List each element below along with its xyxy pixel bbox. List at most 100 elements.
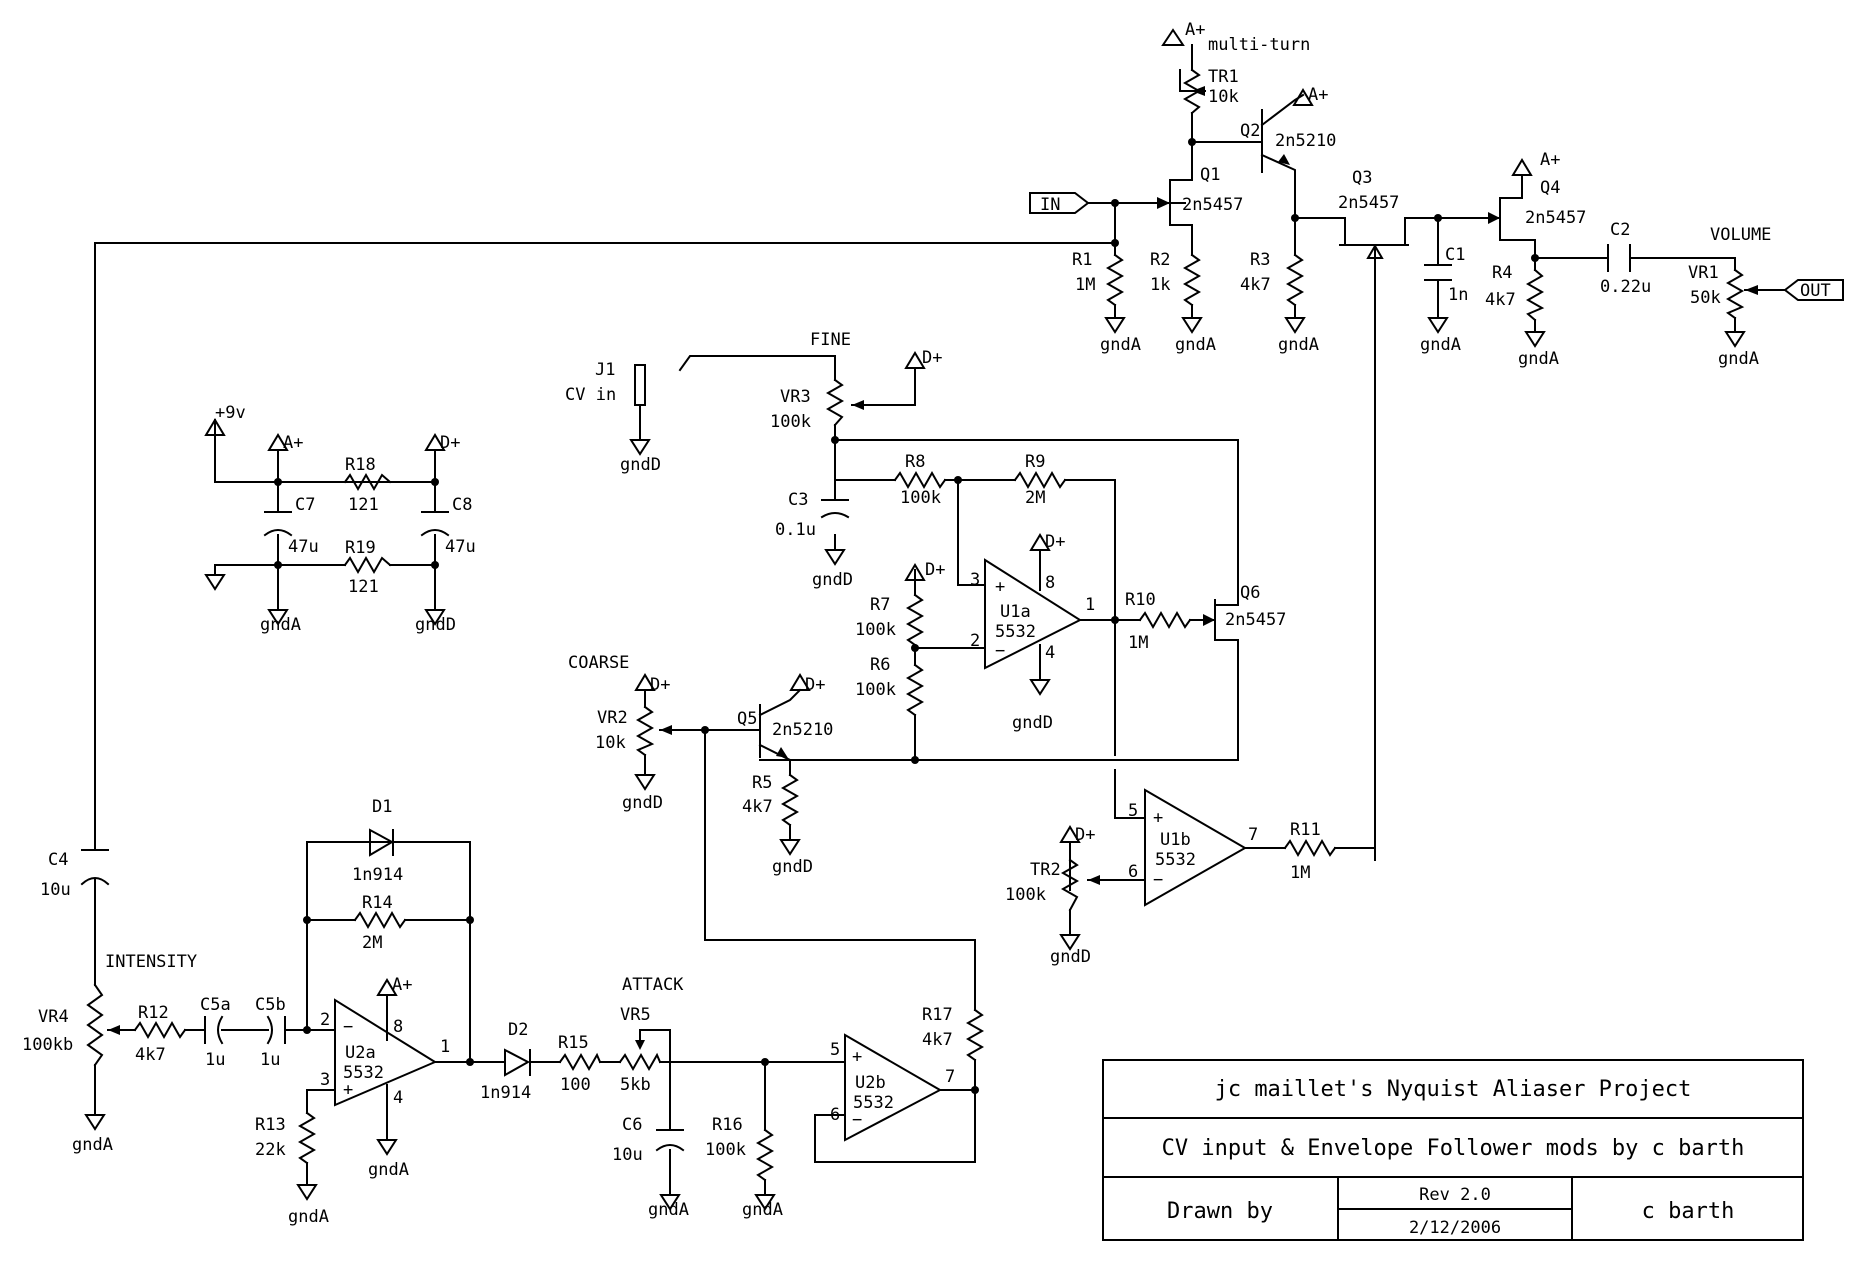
- label-r10: R10: [1125, 590, 1156, 610]
- label-gnda-r2: gndA: [1175, 335, 1216, 355]
- label-vr1-val: 50k: [1690, 288, 1721, 308]
- label-q2-supply: A+: [1308, 85, 1328, 105]
- resistor-r15: [558, 1052, 602, 1072]
- label-c5a-val: 1u: [205, 1050, 225, 1070]
- opamp-u2a: [334, 998, 438, 1107]
- label-gnda-power: gndA: [260, 615, 301, 635]
- label-u2a-pin4: 4: [393, 1088, 403, 1108]
- cap-c5b-plate1: [266, 1015, 273, 1045]
- label-r15-val: 100: [560, 1075, 591, 1095]
- label-c2: C2: [1610, 220, 1630, 240]
- label-vr1: VR1: [1688, 263, 1719, 283]
- label-r11: R11: [1290, 820, 1321, 840]
- label-u2a-pin2: 2: [320, 1010, 330, 1030]
- ground-symbols: [84, 317, 1746, 1211]
- label-gndd-power: gndD: [415, 615, 456, 635]
- label-u1a-minus: −: [995, 641, 1005, 661]
- resistors: [86, 68, 1758, 1182]
- label-r8-val: 100k: [900, 488, 941, 508]
- label-u1b: U1b: [1160, 830, 1191, 850]
- label-c3-val: 0.1u: [775, 520, 816, 540]
- ground-icon: [779, 839, 801, 856]
- supply-arrow-icon: [904, 351, 926, 369]
- label-r3: R3: [1250, 250, 1270, 270]
- label-q6-part: 2n5457: [1225, 610, 1286, 630]
- label-in: IN: [1040, 195, 1060, 215]
- resistor-r11: [1283, 838, 1337, 858]
- label-9v: +9v: [215, 403, 246, 423]
- label-r10-val: 1M: [1128, 633, 1148, 653]
- label-u2b-pin7: 7: [945, 1067, 955, 1087]
- ground-icon: [296, 1184, 318, 1201]
- diodes: [369, 828, 531, 1077]
- label-c6-val: 10u: [612, 1145, 643, 1165]
- label-u1a: U1a: [1000, 602, 1031, 622]
- label-gndd-vr2: gndD: [622, 793, 663, 813]
- label-u1b-plus: +: [1153, 808, 1163, 828]
- label-vr3: VR3: [780, 387, 811, 407]
- label-u1a-supply: D+: [1045, 532, 1065, 552]
- title-text: jc maillet's Nyquist Aliaser Project: [1215, 1077, 1692, 1102]
- label-c7-val: 47u: [288, 537, 319, 557]
- label-u1a-pin8: 8: [1045, 573, 1055, 593]
- label-u1b-pin6: 6: [1128, 862, 1138, 882]
- ground-icon: [629, 439, 651, 456]
- label-u2a: U2a: [345, 1043, 376, 1063]
- label-attack: ATTACK: [622, 975, 684, 995]
- label-r7-supply: D+: [925, 560, 945, 580]
- label-d1: D1: [372, 797, 392, 817]
- label-u1b-pin7: 7: [1248, 825, 1258, 845]
- ground-icon: [1104, 317, 1126, 334]
- supply-arrow-icon: [904, 563, 926, 581]
- resistor-r9: [1013, 470, 1067, 490]
- cap-c7-plate2: [263, 529, 293, 537]
- label-q5: Q5: [737, 709, 757, 729]
- label-r7: R7: [870, 595, 890, 615]
- label-j1: J1: [595, 360, 615, 380]
- resistor-r16: [755, 1128, 775, 1182]
- label-gnda-vr1: gndA: [1718, 349, 1759, 369]
- transistors: [759, 109, 1523, 758]
- label-r15: R15: [558, 1033, 589, 1053]
- label-gnda-c6: gndA: [648, 1200, 689, 1220]
- label-gndd-j1: gndD: [620, 455, 661, 475]
- resistor-r5: [780, 773, 800, 827]
- opamps: [334, 549, 1248, 1142]
- label-tr2-val: 100k: [1005, 885, 1046, 905]
- label-gnda-vr4: gndA: [72, 1135, 113, 1155]
- label-c4: C4: [48, 850, 68, 870]
- drawn-by-label: Drawn by: [1167, 1199, 1273, 1224]
- label-fine: FINE: [810, 330, 851, 350]
- ground-icon: [84, 1114, 106, 1131]
- label-gndd-r5: gndD: [772, 857, 813, 877]
- label-u2b-pin5: 5: [830, 1040, 840, 1060]
- label-q6: Q6: [1240, 583, 1260, 603]
- ground-icon: [824, 549, 846, 566]
- label-u1a-pin2: 2: [970, 631, 980, 651]
- resistor-r14: [353, 910, 407, 930]
- label-d1-val: 1n914: [352, 865, 403, 885]
- label-c8-val: 47u: [445, 537, 476, 557]
- label-u1b-minus: −: [1153, 870, 1163, 890]
- label-dplus-power: D+: [440, 433, 460, 453]
- ground-icon: [424, 609, 446, 626]
- label-u2a-plus: +: [343, 1080, 353, 1100]
- ground-icon: [267, 609, 289, 626]
- label-vr3-supply: D+: [922, 348, 942, 368]
- label-r5: R5: [752, 773, 772, 793]
- label-r3-val: 4k7: [1240, 275, 1271, 295]
- ground-icon: [659, 1194, 681, 1211]
- label-u2b-pin6: 6: [830, 1105, 840, 1125]
- ground-icon: [1181, 317, 1203, 334]
- label-u2a-pin1: 1: [440, 1037, 450, 1057]
- connectors: [634, 192, 1844, 406]
- label-u1a-pin1: 1: [1085, 595, 1095, 615]
- label-c6: C6: [622, 1115, 642, 1135]
- resistor-r10: [1138, 610, 1192, 630]
- label-gndd-u1a: gndD: [1012, 713, 1053, 733]
- label-aplus-power: A+: [283, 433, 303, 453]
- title-block: jc maillet's Nyquist Aliaser Project CV …: [1102, 1059, 1804, 1241]
- label-q4: Q4: [1540, 178, 1560, 198]
- label-c4-val: 10u: [40, 880, 71, 900]
